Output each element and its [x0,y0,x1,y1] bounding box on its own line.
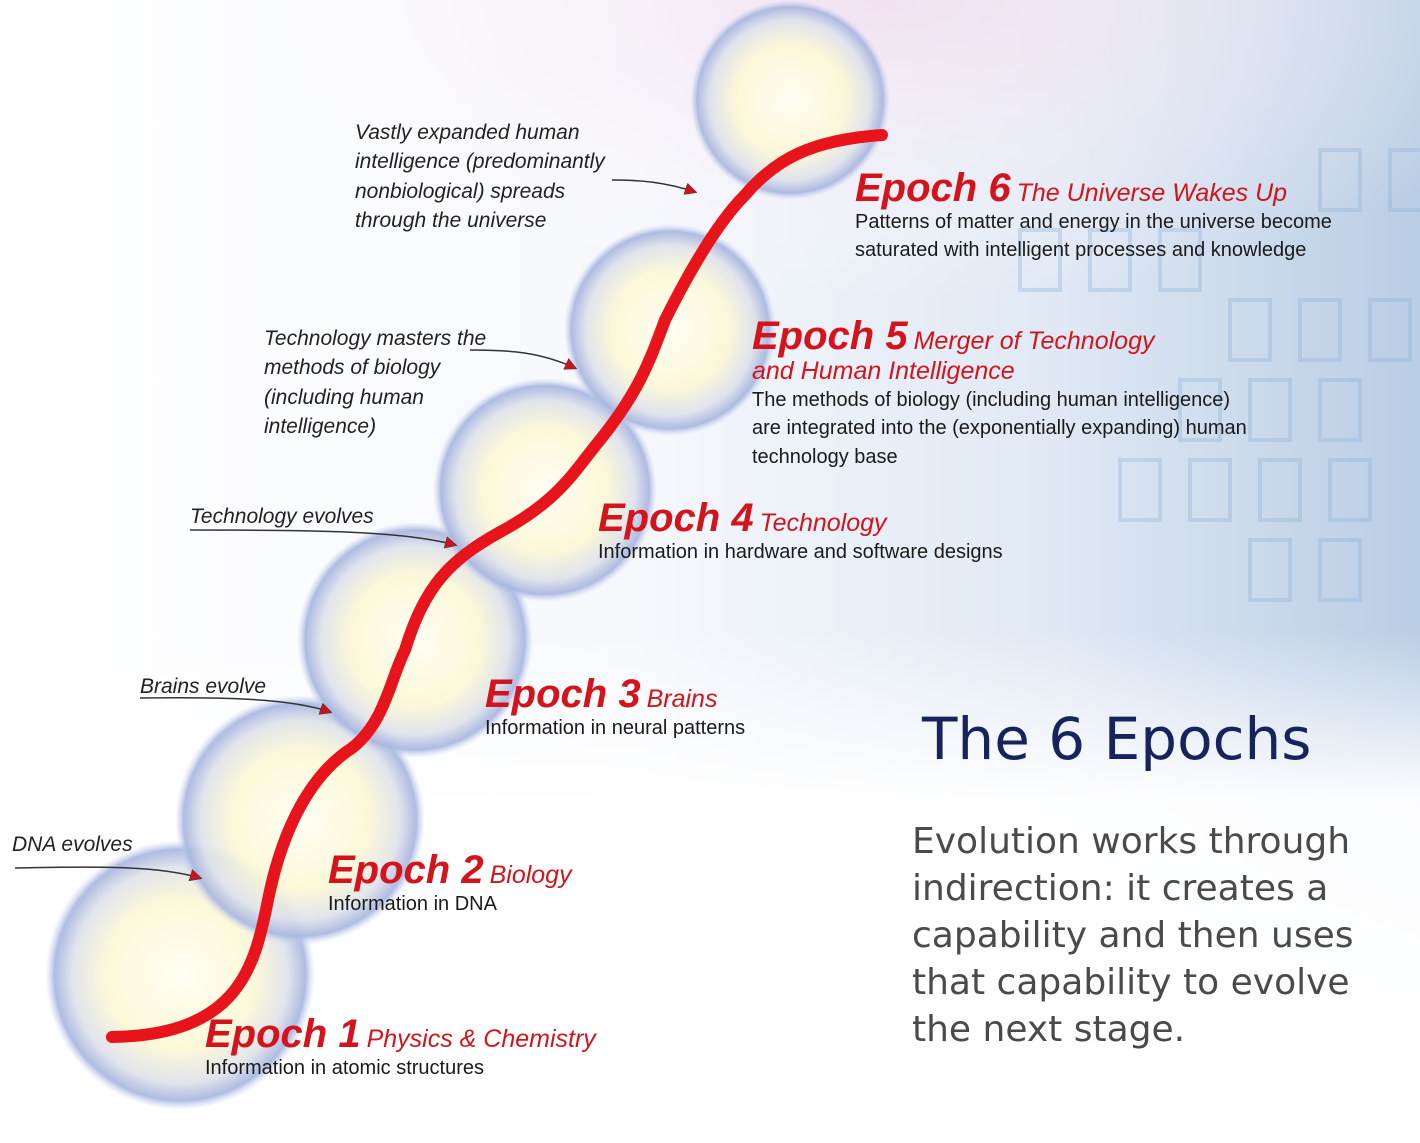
epoch-description: Information in DNA [328,893,497,915]
transition-note-2: Brains evolve [140,672,266,701]
epoch-number: Epoch 2 [328,848,484,892]
transition-note-line: (including human [264,385,424,409]
epoch-description: Information in atomic structures [205,1057,484,1079]
technology-masters-arrow [469,349,575,368]
technology-evolves-arrow [189,529,455,545]
epoch-description: The methods of biology (including human … [752,389,1231,411]
epoch-name: The Universe Wakes Up [1016,179,1288,207]
slide-title: The 6 Epochs [922,705,1312,773]
epoch-description: Information in hardware and software des… [598,541,1003,563]
epoch-name: Physics & Chemistry [366,1025,596,1053]
tagline-line: Evolution works through [912,821,1351,862]
epoch-number: Epoch 1 [205,1012,361,1056]
epoch-3-circle [297,522,533,758]
epoch-description: Information in neural patterns [485,717,746,739]
tagline-line: capability and then uses [912,915,1354,956]
epoch-description: are integrated into the (exponentially e… [752,417,1247,440]
transition-note-5: Vastly expanded human intelligence (pred… [355,118,605,236]
transition-note-line: methods of biology [264,356,441,380]
tagline-line: that capability to evolve [912,962,1350,1003]
epoch-name-line-2: and Human Intelligence [752,357,1015,385]
epoch-description: Patterns of matter and energy in the uni… [855,211,1332,233]
epoch-name: Biology [489,861,572,889]
vastly-expanded-arrow [611,179,695,192]
epoch-name: Technology [759,509,887,537]
tagline-line: indirection: it creates a [912,868,1329,909]
epoch-6-circle [690,0,890,200]
epoch-name: Brains [646,685,718,713]
transition-note-line: nonbiological) spreads [355,179,566,203]
transition-note-line: Technology masters the [264,327,487,350]
tagline-line: the next stage. [912,1009,1186,1050]
dna-evolves-arrow [14,866,200,878]
transition-note-line: intelligence (predominantly [355,150,605,174]
transition-note-3: Technology evolves [190,502,374,531]
epoch-number: Epoch 4 [598,496,754,540]
evolution-curve [106,129,888,1043]
brains-evolve-arrow [139,696,330,712]
epoch-number: Epoch 5 [752,314,908,358]
epoch-5-circle [564,224,776,436]
transition-note-line: Brains evolve [140,675,267,698]
transition-note-line: Vastly expanded human [355,121,580,144]
transition-note-line: DNA evolves [12,833,133,856]
transition-note-line: through the universe [355,209,547,233]
epoch-description: saturated with intelligent processes and… [855,239,1307,262]
epoch-description: technology base [752,445,898,468]
epoch-number: Epoch 6 [855,166,1011,210]
slide-tagline: Evolution works through indirection: it … [912,818,1420,1053]
epoch-name: Merger of Technology [913,327,1155,355]
transition-note-line: intelligence) [264,415,377,439]
transition-note-4: Technology masters the methods of biolog… [264,324,486,442]
transition-note-1: DNA evolves [12,830,133,859]
transition-note-line: Technology evolves [190,505,374,528]
epoch-number: Epoch 3 [485,672,641,716]
